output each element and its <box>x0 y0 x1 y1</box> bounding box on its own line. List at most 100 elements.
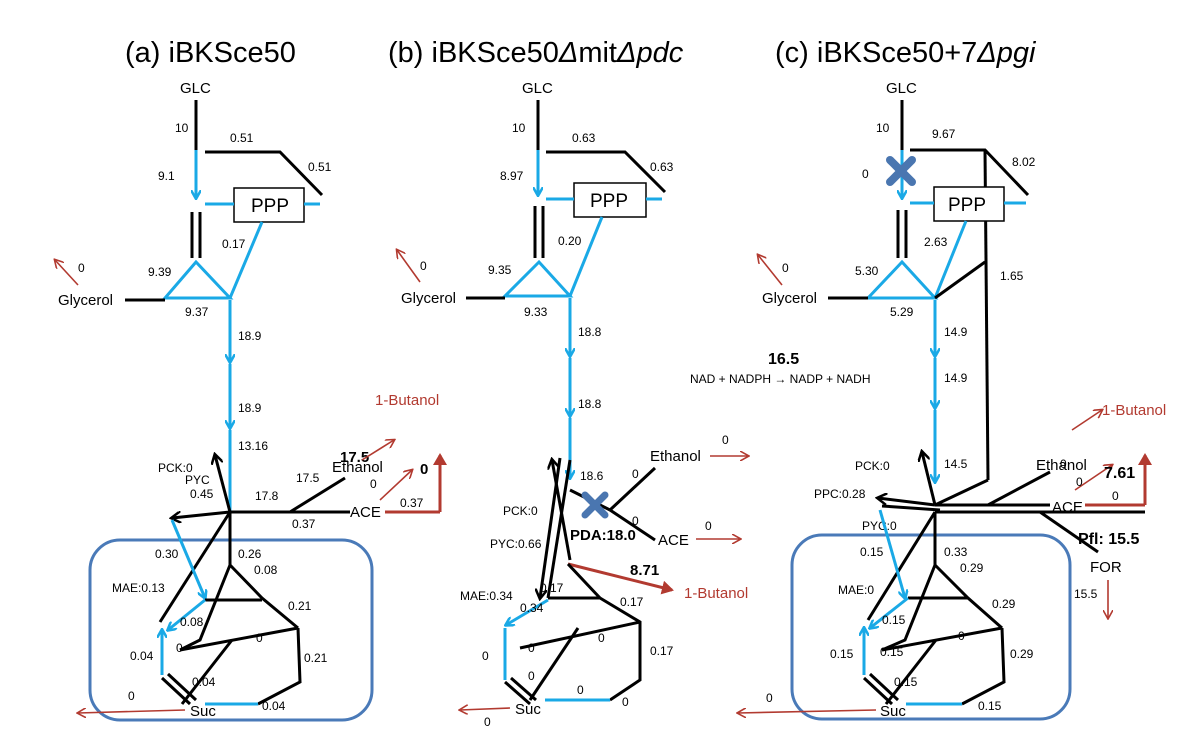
flux-label: 9.39 <box>148 265 172 279</box>
flux-label: 0.15 <box>830 647 854 661</box>
flux-label: 0.21 <box>304 651 328 665</box>
tca-box <box>790 533 1072 721</box>
flux-label: 8.02 <box>1012 155 1036 169</box>
flux-label: 0.04 <box>192 675 216 689</box>
knockout-x-icon <box>886 156 916 186</box>
flux-label: 0.04 <box>130 649 154 663</box>
butanol-label: 1-Butanol <box>375 392 439 409</box>
ace-label: ACE <box>350 504 381 521</box>
for-label: FOR <box>1090 559 1122 576</box>
flux-label: 0 <box>482 649 489 663</box>
flux-label: 9.1 <box>158 169 175 183</box>
butanol-label: 1-Butanol <box>684 585 748 602</box>
flux-label: 0 <box>577 683 584 697</box>
flux-label: 0 <box>622 695 629 709</box>
glc-label: GLC <box>522 80 553 97</box>
flux-label: PYC:0 <box>862 519 897 533</box>
flux-label: 2.63 <box>924 235 948 249</box>
flux-label: 18.9 <box>238 329 262 343</box>
suc-label: Suc <box>515 701 541 718</box>
flux-label: 14.9 <box>944 325 968 339</box>
flux-label: 0 <box>598 631 605 645</box>
flux-label: 0 <box>1076 475 1083 489</box>
flux-label: 0 <box>958 629 965 643</box>
flux-label: PYC:0.66 <box>490 537 542 551</box>
flux-label: MAE:0 <box>838 583 874 597</box>
flux-label: 0.45 <box>190 487 214 501</box>
flux-label: 0.04 <box>262 699 286 713</box>
flux-label: 0 <box>176 641 183 655</box>
flux-label: 0 <box>722 433 729 447</box>
flux-label: 0.63 <box>572 131 596 145</box>
flux-label: MAE:0.13 <box>112 581 165 595</box>
glycerol-label: Glycerol <box>762 290 817 307</box>
glycerol-label: Glycerol <box>58 292 113 309</box>
flux-label: 0 <box>862 167 869 181</box>
suc-label: Suc <box>880 703 906 720</box>
flux-label: 0.20 <box>558 234 582 248</box>
flux-label: 16.5 <box>768 351 799 368</box>
flux-label: 8.97 <box>500 169 524 183</box>
title-b: (b) iBKSce50ΔmitΔpdc <box>388 37 684 69</box>
flux-label: PPC:0.28 <box>814 487 866 501</box>
flux-label: 0 <box>420 259 427 273</box>
butanol-label: 1-Butanol <box>1102 402 1166 419</box>
flux-label: 17.5 <box>340 449 369 466</box>
flux-label: 17.5 <box>296 471 320 485</box>
flux-label: 0.29 <box>960 561 984 575</box>
flux-label: 0 <box>370 477 377 491</box>
flux-label: 0.26 <box>238 547 262 561</box>
flux-label: 14.5 <box>944 457 968 471</box>
flux-label: 9.67 <box>932 127 956 141</box>
flux-label: PCK:0 <box>855 459 890 473</box>
ethanol-label: Ethanol <box>332 459 383 476</box>
ppp-label: PPP <box>590 191 628 212</box>
flux-label: 0.17 <box>222 237 246 251</box>
flux-label: 0 <box>484 715 491 729</box>
flux-label: 0 <box>78 261 85 275</box>
flux-label: 0.17 <box>650 644 674 658</box>
flux-label: 0 <box>705 519 712 533</box>
ppp-label: PPP <box>251 196 289 217</box>
flux-label: PCK:0 <box>503 504 538 518</box>
flux-label: 9.37 <box>185 305 209 319</box>
flux-label: 8.71 <box>630 562 659 579</box>
flux-label: 0 <box>128 689 135 703</box>
flux-label: Pfl: 15.5 <box>1078 531 1139 548</box>
flux-label: 0.17 <box>620 595 644 609</box>
knockout-x-icon <box>581 491 609 519</box>
flux-label: 0.30 <box>155 547 179 561</box>
flux-label: 18.8 <box>578 397 602 411</box>
glc-label: GLC <box>886 80 917 97</box>
ethanol-label: Ethanol <box>1036 457 1087 474</box>
flux-label: 0 <box>1060 457 1067 471</box>
flux-label: 15.5 <box>1074 587 1098 601</box>
panel-a: GLC 10 9.1 0.51 0.51 PPP 0.17 9.39 9.37 … <box>55 80 447 722</box>
flux-label: MAE:0.34 <box>460 589 513 603</box>
flux-label: 9.35 <box>488 263 512 277</box>
flux-label: 0.15 <box>894 675 918 689</box>
flux-label: 0.51 <box>308 160 332 174</box>
flux-label: 0.17 <box>540 581 564 595</box>
flux-label: 0 <box>528 641 535 655</box>
flux-label: 0.15 <box>880 645 904 659</box>
ace-label: ACE <box>1052 499 1083 516</box>
flux-label: 0.51 <box>230 131 254 145</box>
flux-label: 9.33 <box>524 305 548 319</box>
flux-label: 17.8 <box>255 489 279 503</box>
flux-label: 0.33 <box>944 545 968 559</box>
flux-label: 0.15 <box>860 545 884 559</box>
flux-label: 0 <box>256 631 263 645</box>
flux-label: 0.29 <box>992 597 1016 611</box>
flux-label: 0.34 <box>520 601 544 615</box>
flux-label: 1.65 <box>1000 269 1024 283</box>
glc-label: GLC <box>180 80 211 97</box>
flux-label: 0.15 <box>978 699 1002 713</box>
flux-label: 10 <box>175 121 189 135</box>
flux-label: 0 <box>1112 489 1119 503</box>
flux-label: 0.21 <box>288 599 312 613</box>
flux-label: 0 <box>632 467 639 481</box>
ppp-label: PPP <box>948 195 986 216</box>
flux-label: 13.16 <box>238 439 268 453</box>
